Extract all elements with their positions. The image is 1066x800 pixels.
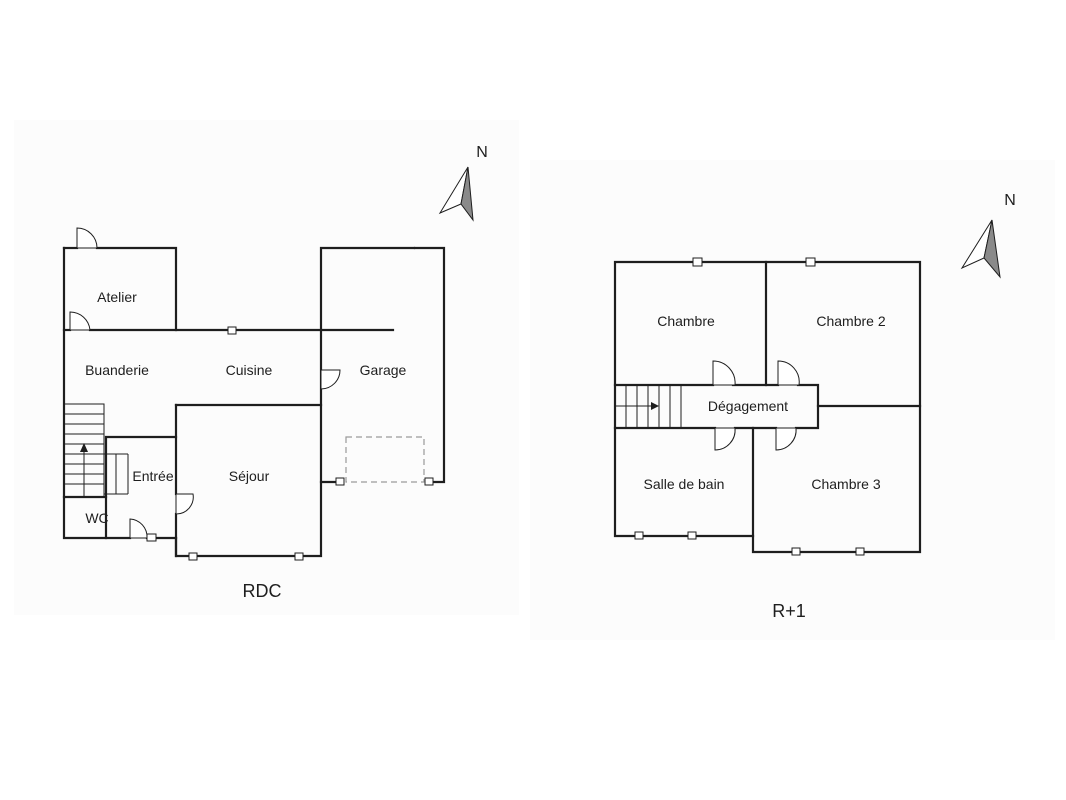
- r1-panel: [530, 160, 1055, 640]
- room-label-salle-de-bain: Salle de bain: [644, 476, 725, 492]
- door-arc: [320, 369, 341, 390]
- window: [692, 257, 703, 267]
- window: [294, 552, 304, 561]
- window: [791, 547, 801, 556]
- room-label-sejour: Séjour: [229, 468, 270, 484]
- door-arc: [712, 360, 736, 386]
- room-label-chambre-2: Chambre 2: [816, 313, 885, 329]
- wall: [794, 404, 820, 430]
- room-label-buanderie: Buanderie: [85, 362, 149, 378]
- floor-label-r1: R+1: [772, 601, 806, 621]
- room-label-chambre-3: Chambre 3: [811, 476, 880, 492]
- window: [687, 531, 697, 540]
- door-arc: [714, 427, 736, 451]
- rdc-panel: [14, 120, 519, 615]
- staircase: [614, 384, 682, 429]
- room-label-wc: WC: [85, 510, 108, 526]
- floor-label-rdc: RDC: [243, 581, 282, 601]
- wall: [62, 246, 132, 540]
- window: [855, 547, 865, 556]
- staircase: [63, 403, 129, 498]
- window: [146, 533, 157, 542]
- room-label-atelier: Atelier: [97, 289, 137, 305]
- north-arrow-icon: [960, 219, 1001, 279]
- north-label: N: [1004, 192, 1016, 209]
- room-label-degagement: Dégagement: [708, 398, 788, 414]
- room-label-garage: Garage: [360, 362, 407, 378]
- room-label-cuisine: Cuisine: [226, 362, 273, 378]
- wall: [796, 383, 922, 408]
- door-arc: [69, 311, 91, 331]
- parking-space: [345, 436, 425, 483]
- room-label-entree: Entrée: [132, 468, 173, 484]
- window: [805, 257, 816, 267]
- window: [634, 531, 644, 540]
- door-arc: [76, 227, 98, 249]
- plan-r1: Chambre Chambre 2 Dégagement Salle de ba…: [613, 192, 1016, 621]
- window: [424, 477, 434, 486]
- wall: [95, 246, 178, 332]
- wall: [413, 246, 446, 484]
- stair-arrow-icon: [651, 402, 659, 410]
- room-label-chambre: Chambre: [657, 313, 715, 329]
- plan-rdc: Atelier Buanderie Cuisine Garage Entrée …: [62, 144, 488, 601]
- north-arrow-icon: [438, 166, 474, 222]
- north-label: N: [476, 144, 488, 161]
- door-arc: [775, 427, 797, 451]
- window: [227, 326, 237, 335]
- window: [335, 477, 345, 486]
- door-arc: [777, 360, 800, 386]
- window: [188, 552, 198, 561]
- wall: [104, 403, 178, 540]
- door-arc: [175, 493, 194, 515]
- stair-arrow-icon: [80, 443, 88, 452]
